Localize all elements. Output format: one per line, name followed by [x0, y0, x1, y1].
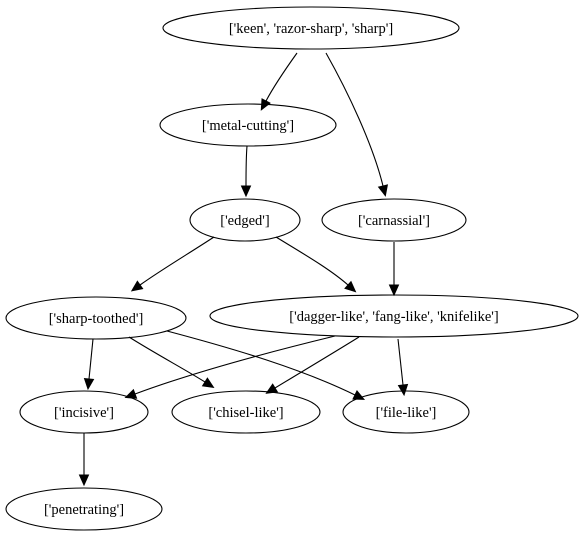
node-ellipse: [19, 390, 149, 434]
edge-line: [397, 338, 404, 386]
edge-keen-to-carnassial: [325, 52, 389, 197]
edge-line: [134, 335, 336, 395]
node-label: ['dagger-like', 'fang-like', 'knifelike'…: [289, 309, 498, 325]
node-penetrating: ['penetrating']: [5, 487, 163, 531]
node-dagger: ['dagger-like', 'fang-like', 'knifelike'…: [209, 294, 579, 338]
node-label: ['metal-cutting']: [202, 118, 294, 134]
arrowhead-icon: [377, 184, 389, 197]
edge-sharptoothed-to-file: [166, 330, 366, 400]
node-label: ['carnassial']: [358, 213, 430, 229]
node-ellipse: [171, 390, 321, 434]
edge-line: [128, 336, 206, 383]
node-ellipse: [342, 390, 470, 434]
edge-sharptoothed-to-chisel: [128, 336, 215, 388]
edge-metal-to-edged: [240, 145, 252, 198]
edge-dagger-to-incisive: [124, 335, 336, 399]
arrowhead-icon: [78, 474, 90, 487]
edge-edged-to-sharptoothed: [130, 236, 215, 292]
node-label: ['penetrating']: [44, 502, 124, 518]
edge-keen-to-metal: [260, 52, 298, 111]
arrowhead-icon: [388, 284, 400, 297]
edge-edged-to-dagger: [275, 236, 357, 293]
arrowhead-icon: [201, 377, 215, 388]
node-ellipse: [189, 198, 301, 242]
edge-line: [274, 336, 360, 389]
edge-line: [139, 236, 215, 286]
node-metal: ['metal-cutting']: [159, 103, 337, 147]
node-ellipse: [321, 198, 467, 242]
node-label: ['edged']: [220, 213, 270, 229]
node-ellipse: [159, 103, 337, 147]
arrowhead-icon: [240, 185, 252, 198]
node-carnassial: ['carnassial']: [321, 198, 467, 242]
node-ellipse: [5, 487, 163, 531]
node-ellipse: [5, 296, 187, 340]
node-incisive: ['incisive']: [19, 390, 149, 434]
node-edged: ['edged']: [189, 198, 301, 242]
nodes-layer: ['keen', 'razor-sharp', 'sharp'] ['metal-…: [5, 6, 579, 531]
node-label: ['incisive']: [54, 405, 114, 421]
edge-sharptoothed-to-incisive: [83, 338, 95, 391]
edge-line: [325, 52, 384, 187]
node-label: ['sharp-toothed']: [49, 311, 144, 327]
edge-line: [88, 338, 94, 380]
node-sharptoothed: ['sharp-toothed']: [5, 296, 187, 340]
edge-line: [275, 236, 349, 286]
node-ellipse: [162, 6, 460, 50]
edge-carnassial-to-dagger: [388, 242, 400, 297]
node-file: ['file-like']: [342, 390, 470, 434]
arrowhead-icon: [130, 280, 144, 292]
node-keen: ['keen', 'razor-sharp', 'sharp']: [162, 6, 460, 50]
edge-incisive-to-penetrating: [78, 433, 90, 487]
node-label: ['chisel-like']: [208, 405, 283, 421]
edges-layer: [78, 52, 409, 487]
node-chisel: ['chisel-like']: [171, 390, 321, 434]
node-label: ['file-like']: [376, 405, 437, 421]
arrowhead-icon: [83, 377, 95, 391]
edge-dagger-to-file: [397, 338, 409, 397]
edge-line: [166, 330, 356, 396]
node-label: ['keen', 'razor-sharp', 'sharp']: [229, 21, 393, 37]
edge-line: [245, 145, 248, 187]
edge-line: [265, 52, 298, 102]
node-ellipse: [209, 294, 579, 338]
arrowhead-icon: [344, 280, 357, 293]
arrowhead-icon: [397, 383, 409, 397]
